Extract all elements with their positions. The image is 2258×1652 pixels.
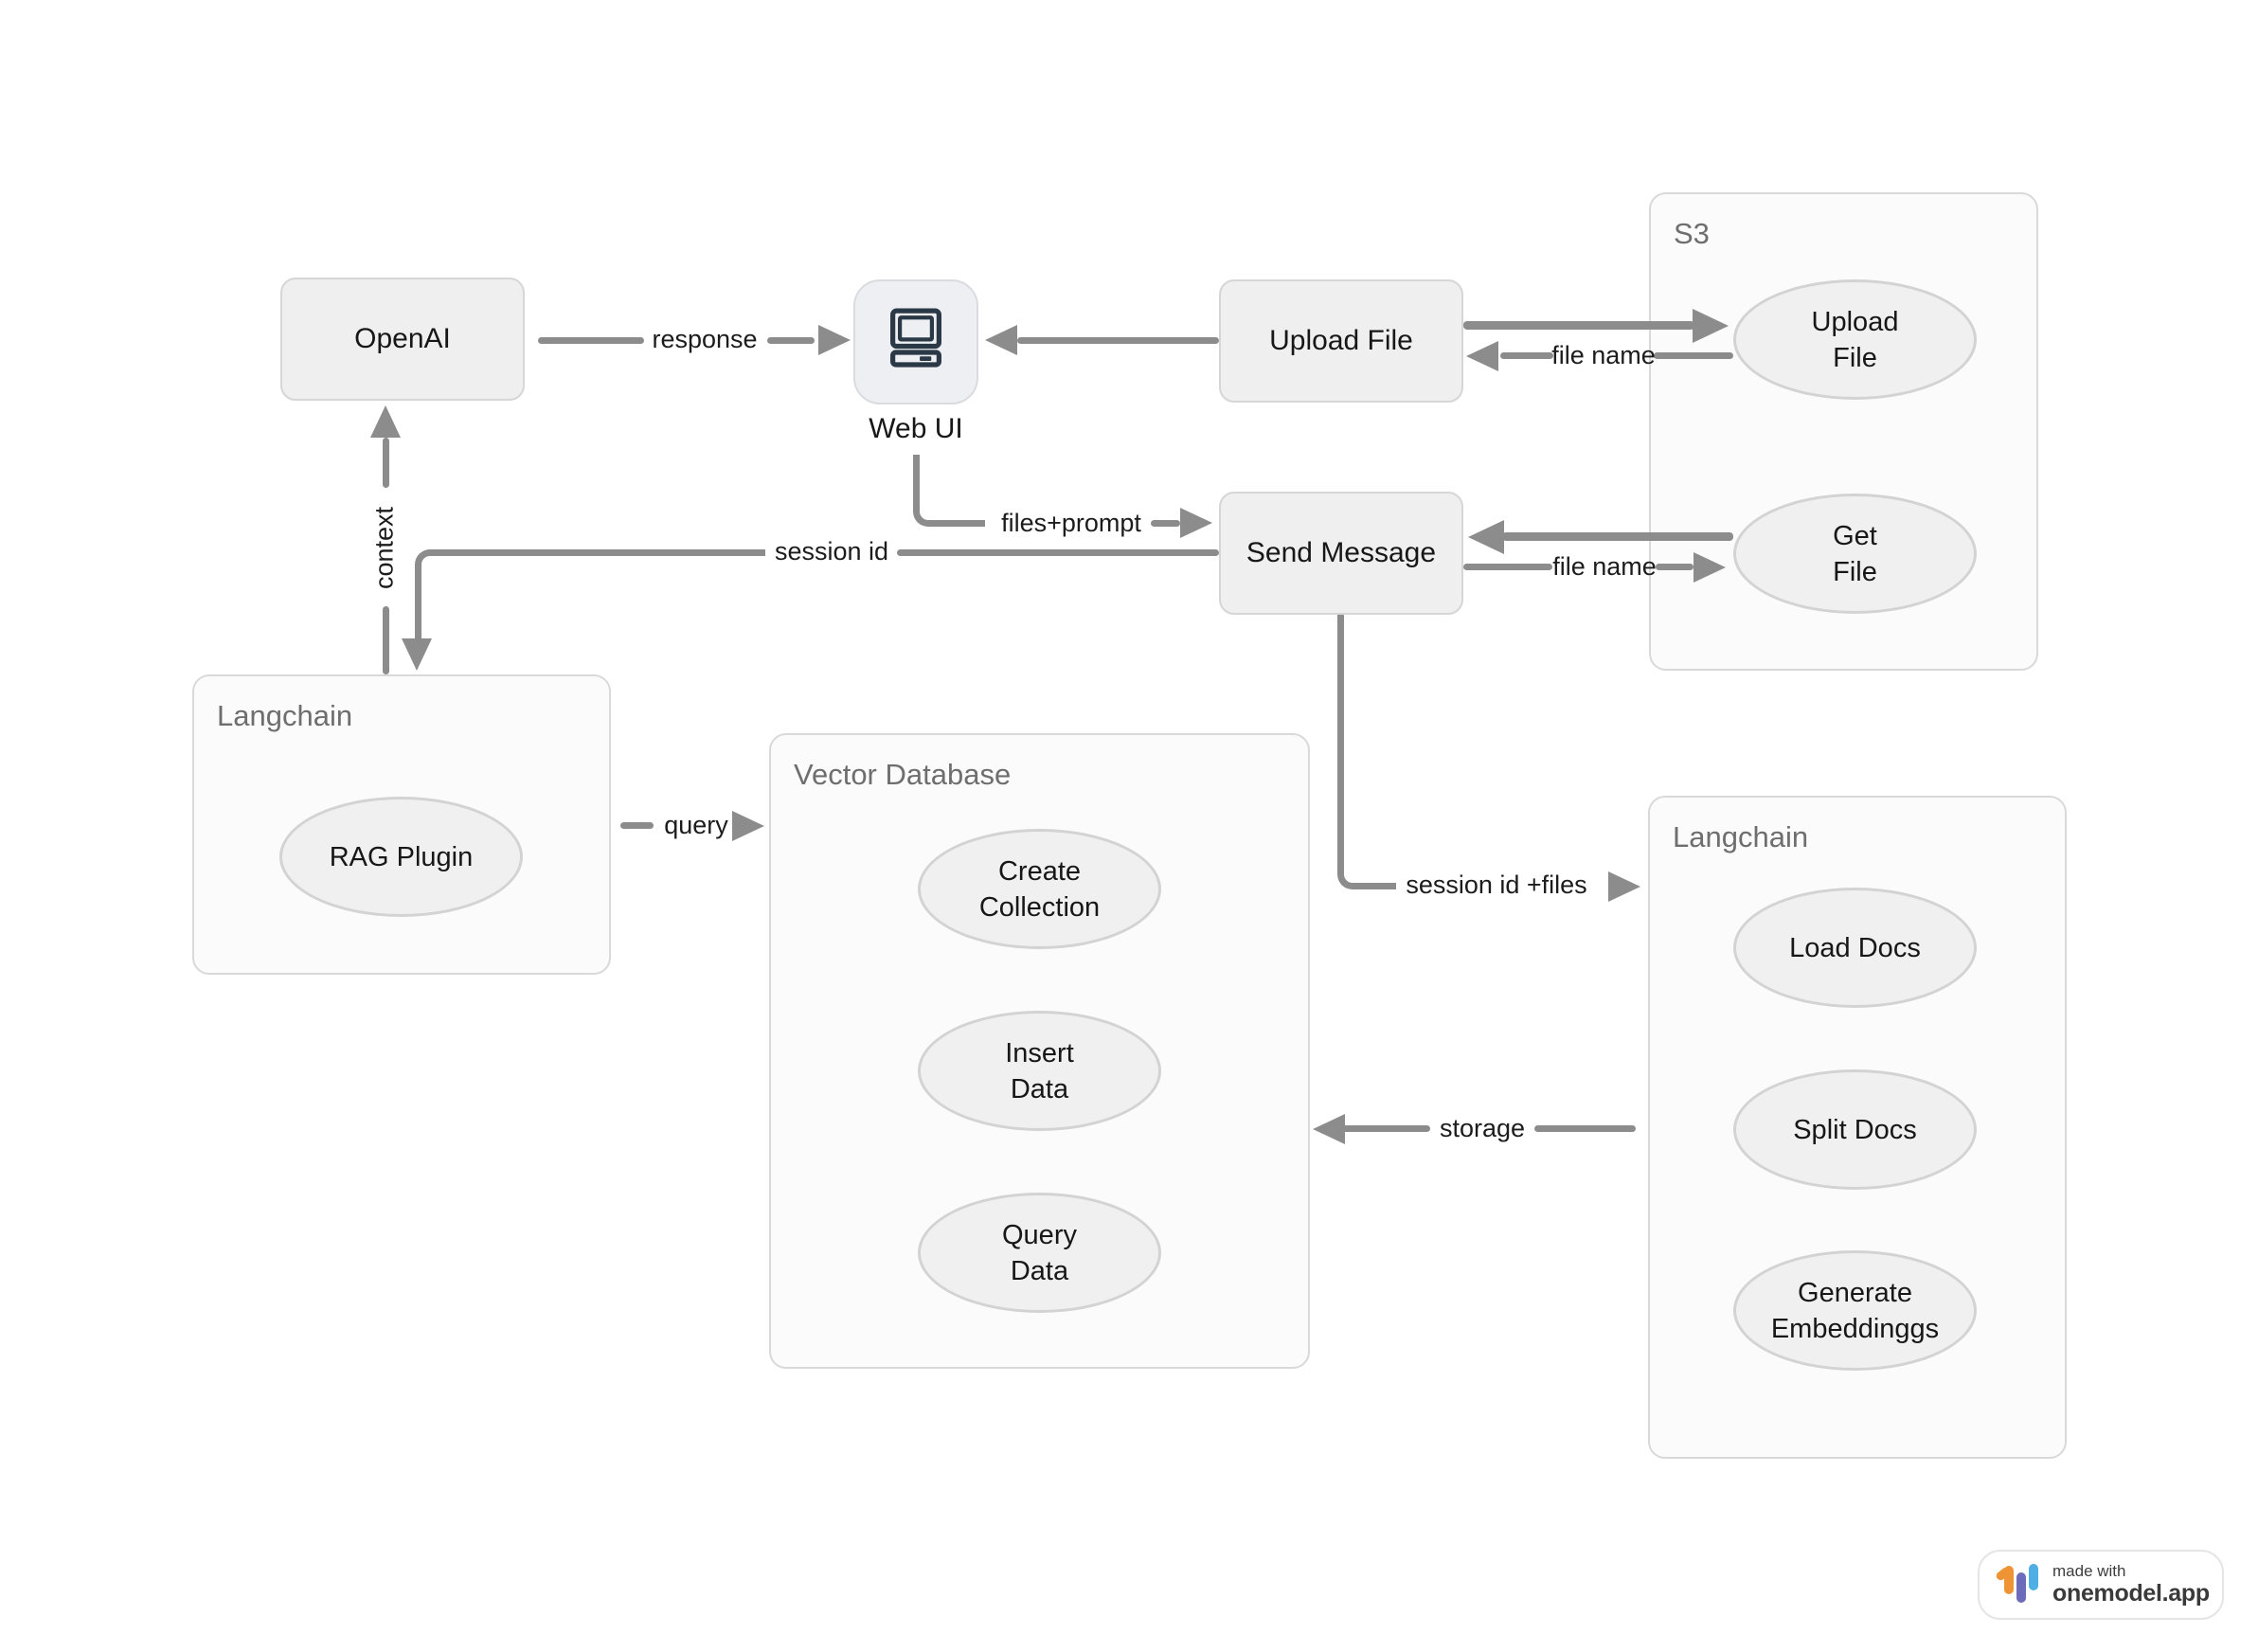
arrowhead-left-icon	[1468, 520, 1504, 554]
process-label: Embeddinggs	[1770, 1313, 1940, 1344]
edge-context-line	[383, 438, 389, 488]
process-label: File	[1833, 556, 1877, 587]
web-ui-node[interactable]	[853, 279, 978, 404]
arrowhead-left-icon	[985, 325, 1017, 355]
process-label: Split Docs	[1793, 1114, 1917, 1145]
badge-made-with: made with	[2052, 1561, 2126, 1580]
arrowhead-right-icon	[1608, 871, 1640, 902]
container-title: Vector Database	[794, 758, 1012, 791]
edge-file-name-line	[1500, 352, 1553, 359]
edge-label-session-id: session id	[774, 537, 889, 566]
arrowhead-right-icon	[1694, 552, 1726, 583]
edge-query-line	[620, 822, 654, 829]
process-insert-data[interactable]: Insert Data	[918, 1011, 1161, 1131]
edge-session-id-files-corner	[1337, 615, 1396, 889]
process-label: Generate	[1798, 1277, 1912, 1308]
computer-icon	[879, 303, 953, 382]
arrowhead-down-icon	[402, 638, 432, 671]
edge-label-file-name: file name	[1552, 552, 1657, 581]
onemodel-logo-icon	[1994, 1562, 2040, 1607]
web-ui-label: Web UI	[869, 413, 963, 444]
edge-upload-to-s3-line	[1463, 321, 1694, 330]
process-label: Data	[1010, 1255, 1069, 1286]
edge-label-context: context	[369, 506, 399, 590]
node-upload-file[interactable]: Upload File	[1219, 279, 1463, 403]
edge-file-name-line	[1656, 564, 1694, 570]
process-label: Insert	[1005, 1037, 1074, 1068]
edge-getfile-to-send-line	[1502, 532, 1733, 541]
arrowhead-left-icon	[1313, 1114, 1345, 1144]
container-title: Langchain	[217, 699, 353, 732]
container-title: S3	[1674, 217, 1710, 250]
node-send-message[interactable]: Send Message	[1219, 492, 1463, 615]
node-openai[interactable]: OpenAI	[280, 278, 525, 401]
process-label: Collection	[978, 891, 1101, 923]
edge-label-session-id-files: session id +files	[1406, 871, 1587, 899]
process-s3-upload-file[interactable]: Upload File	[1733, 279, 1977, 400]
arrowhead-right-icon	[1693, 309, 1729, 343]
edge-upload-to-webui-line	[1017, 337, 1219, 344]
edge-files-prompt-line	[1151, 520, 1180, 527]
edge-files-prompt-corner	[913, 455, 985, 527]
process-rag-plugin[interactable]: RAG Plugin	[279, 797, 523, 917]
edge-storage-line	[1337, 1125, 1430, 1132]
arrowhead-right-icon	[818, 325, 851, 355]
edge-session-id-line	[897, 549, 1219, 556]
process-label: RAG Plugin	[329, 841, 474, 872]
edge-label-response: response	[652, 325, 758, 353]
process-query-data[interactable]: Query Data	[918, 1193, 1161, 1313]
process-load-docs[interactable]: Load Docs	[1733, 888, 1977, 1008]
edge-response-line	[538, 337, 644, 344]
onemodel-badge[interactable]: made with onemodel.app	[1978, 1550, 2224, 1620]
edge-label-file-name: file name	[1551, 341, 1656, 369]
edge-context-line	[383, 606, 389, 674]
container-title: Langchain	[1673, 820, 1809, 853]
process-generate-embeddings[interactable]: Generate Embeddinggs	[1733, 1250, 1977, 1371]
arrowhead-right-icon	[1180, 508, 1212, 538]
process-create-collection[interactable]: Create Collection	[918, 829, 1161, 949]
arrowhead-up-icon	[370, 405, 401, 438]
edge-response-line	[767, 337, 815, 344]
edge-label-files-prompt: files+prompt	[1001, 509, 1141, 537]
badge-brand: onemodel.app	[2052, 1579, 2210, 1607]
edge-label-storage: storage	[1439, 1114, 1526, 1142]
arrowhead-left-icon	[1466, 341, 1498, 371]
process-label: Get	[1833, 520, 1877, 551]
process-label: Data	[1010, 1073, 1069, 1104]
process-label: Query	[1002, 1219, 1077, 1250]
edge-file-name-line	[1463, 564, 1552, 570]
process-s3-get-file[interactable]: Get File	[1733, 494, 1977, 614]
arrowhead-right-icon	[732, 811, 764, 841]
edge-session-id-corner	[415, 549, 765, 638]
process-split-docs[interactable]: Split Docs	[1733, 1069, 1977, 1190]
edge-label-query: query	[664, 811, 728, 839]
process-label: File	[1833, 342, 1877, 373]
process-label: Create	[997, 855, 1082, 887]
edge-storage-line	[1534, 1125, 1636, 1132]
process-label: Upload	[1811, 306, 1899, 337]
process-label: Load Docs	[1789, 932, 1921, 963]
edge-file-name-line	[1654, 352, 1733, 359]
